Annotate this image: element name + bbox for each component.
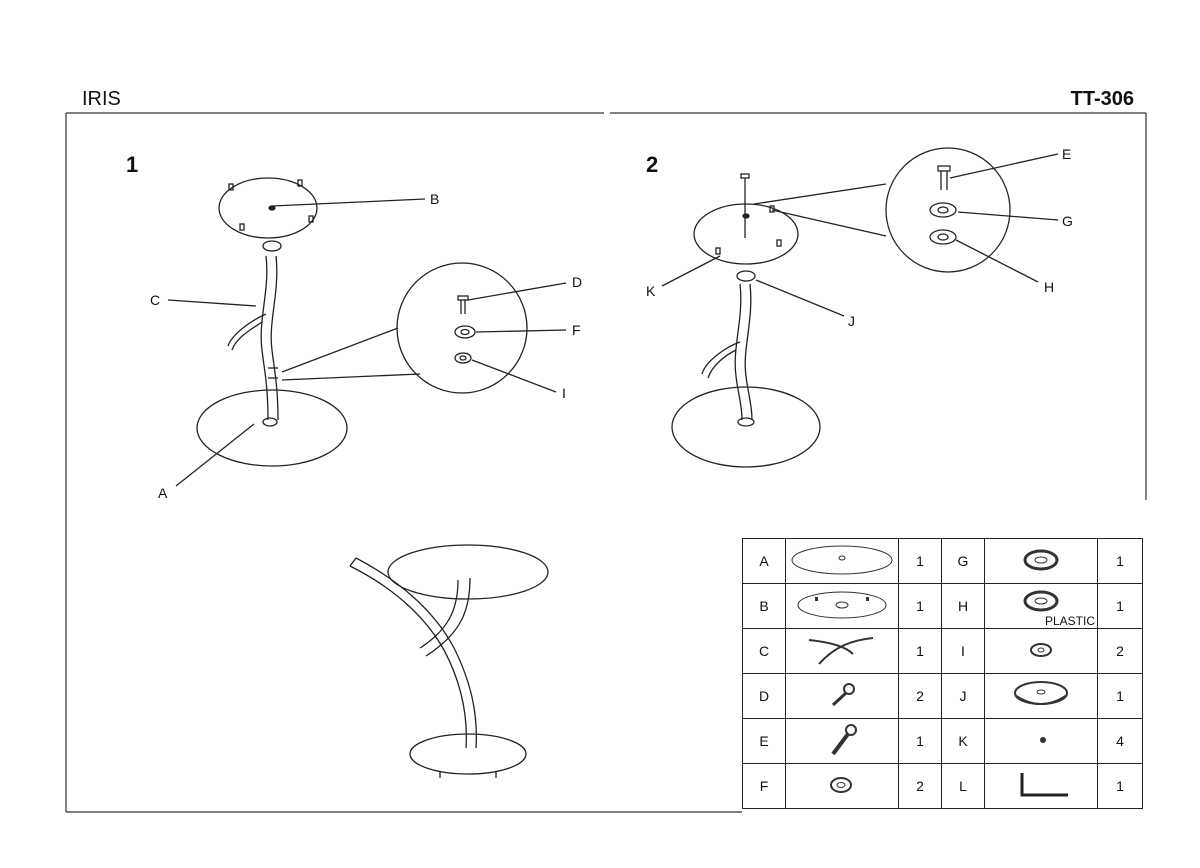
callout-k: K — [646, 283, 656, 299]
step1-base-glass — [196, 389, 348, 467]
step2-base-glass — [671, 386, 821, 468]
callout-b: B — [430, 191, 439, 207]
step1-top-glass — [218, 177, 318, 239]
product-code: TT-306 — [1070, 88, 1134, 110]
part-letter: C — [742, 628, 786, 674]
step2-top-glass — [693, 203, 799, 265]
assembled-base-glass — [409, 733, 527, 775]
step2-callout-labels: E G H J K — [646, 146, 1073, 329]
callout-e: E — [1062, 146, 1071, 162]
callout-h: H — [1044, 279, 1054, 295]
page-frame — [65, 112, 1147, 813]
step2-magnifier — [885, 147, 1011, 273]
allen-key-icon — [984, 763, 1098, 809]
suction-pad-icon — [984, 718, 1098, 764]
long-bolt-icon — [785, 718, 899, 764]
part-letter: J — [941, 673, 985, 719]
part-qty: 4 — [1097, 718, 1143, 764]
part-letter: H — [941, 583, 985, 629]
part-qty: 2 — [1097, 628, 1143, 674]
assembled-top-glass — [387, 544, 549, 600]
material-note: PLASTIC — [1044, 614, 1095, 628]
part-letter: B — [742, 583, 786, 629]
part-qty: 1 — [1097, 583, 1143, 629]
callout-j: J — [848, 313, 855, 329]
plastic-washer-icon: PLASTIC — [984, 583, 1098, 629]
step1-callout-labels: B C A D F I — [150, 191, 582, 501]
part-letter: F — [742, 763, 786, 809]
glass-top-disc-icon — [785, 583, 899, 629]
part-qty: 1 — [898, 583, 942, 629]
lock-washer-icon — [785, 763, 899, 809]
glass-base-disc-icon — [785, 538, 899, 584]
part-qty: 2 — [898, 763, 942, 809]
base-plate-icon — [984, 673, 1098, 719]
part-qty: 1 — [1097, 673, 1143, 719]
step1-number: 1 — [126, 152, 139, 177]
part-qty: 1 — [1097, 763, 1143, 809]
callout-g: G — [1062, 213, 1073, 229]
step2-number: 2 — [646, 152, 659, 177]
step1-diagram — [167, 177, 567, 487]
part-letter: D — [742, 673, 786, 719]
part-letter: E — [742, 718, 786, 764]
part-letter: K — [941, 718, 985, 764]
part-qty: 1 — [898, 538, 942, 584]
step2-leg — [734, 283, 753, 421]
metal-washer-icon — [984, 538, 1098, 584]
callout-d: D — [572, 274, 582, 290]
part-letter: I — [941, 628, 985, 674]
part-qty: 1 — [898, 628, 942, 674]
callout-c: C — [150, 292, 160, 308]
step1-leg — [260, 255, 279, 421]
part-qty: 1 — [1097, 538, 1143, 584]
short-bolt-icon — [785, 673, 899, 719]
part-letter: G — [941, 538, 985, 584]
callout-f: F — [572, 322, 581, 338]
product-name: IRIS — [82, 88, 121, 110]
part-qty: 1 — [898, 718, 942, 764]
part-letter: A — [742, 538, 786, 584]
step2-diagram — [661, 147, 1059, 468]
curved-leg-icon — [785, 628, 899, 674]
callout-i: I — [562, 385, 566, 401]
assembled-table-view — [349, 544, 549, 778]
part-letter: L — [941, 763, 985, 809]
callout-a: A — [158, 485, 168, 501]
part-qty: 2 — [898, 673, 942, 719]
small-washer-icon — [984, 628, 1098, 674]
